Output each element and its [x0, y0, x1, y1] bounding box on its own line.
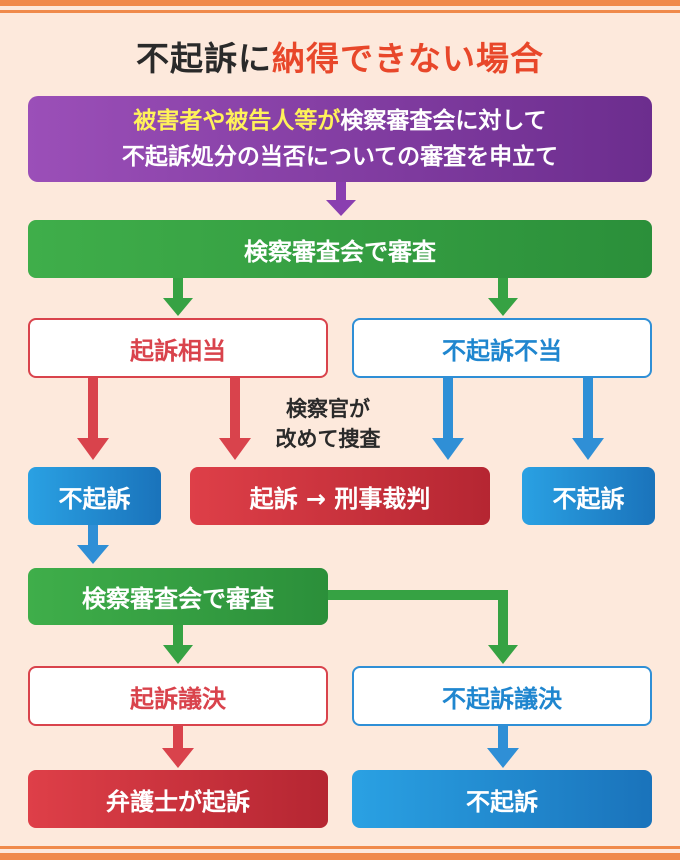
arrow-giketsu-right: [487, 726, 519, 768]
top-stripe-thick: [0, 0, 680, 6]
arrow-review1-right: [488, 278, 518, 316]
prosecutor-note: 検察官が 改めて捜査: [258, 394, 398, 454]
kiso-giketsu-box: 起訴議決: [28, 666, 328, 726]
kiso-soto-box: 起訴相当: [28, 318, 328, 378]
title-main: 不起訴に: [136, 39, 272, 78]
arrow-fukiso-down: [77, 525, 109, 564]
arrow-review2-left: [163, 625, 193, 664]
arrow-review1-left: [163, 278, 193, 316]
petition-line1: 被害者や被告人等が検察審査会に対して: [133, 103, 546, 139]
title-accent: 納得できない場合: [272, 39, 544, 78]
final-attorney-indict: 弁護士が起訴: [28, 770, 328, 828]
arrow-futo-right: [572, 378, 604, 460]
page-title: 不起訴に納得できない場合: [0, 32, 680, 80]
outcome-left-fukiso: 不起訴: [28, 467, 161, 525]
top-stripe-thin: [0, 10, 680, 13]
arrow-kiso-right: [219, 378, 251, 460]
fukiso-futo-box: 不起訴不当: [352, 318, 652, 378]
arrow-purple-down: [326, 182, 356, 216]
review-box-1: 検察審査会で審査: [28, 220, 652, 278]
outcome-middle-trial: 起訴 → 刑事裁判: [190, 467, 490, 525]
bottom-stripe-thin: [0, 846, 680, 849]
arrow-futo-left: [432, 378, 464, 460]
arrow-review2-right: [326, 590, 518, 664]
fukiso-giketsu-box: 不起訴議決: [352, 666, 652, 726]
bottom-stripe-thick: [0, 853, 680, 860]
petition-line2: 不起訴処分の当否についての審査を申立て: [121, 144, 559, 170]
petition-box: 被害者や被告人等が検察審査会に対して 不起訴処分の当否についての審査を申立て: [28, 96, 652, 182]
arrow-giketsu-left: [162, 726, 194, 768]
outcome-right-fukiso: 不起訴: [522, 467, 655, 525]
prosecutor-note-line2: 改めて捜査: [275, 427, 381, 451]
petition-applicant: 被害者や被告人等が: [133, 108, 341, 134]
petition-target: 検察審査会に対して: [340, 108, 547, 134]
review-box-2: 検察審査会で審査: [28, 568, 328, 625]
final-fukiso: 不起訴: [352, 770, 652, 828]
arrow-kiso-left: [77, 378, 109, 460]
prosecutor-note-line1: 検察官が: [286, 397, 370, 421]
